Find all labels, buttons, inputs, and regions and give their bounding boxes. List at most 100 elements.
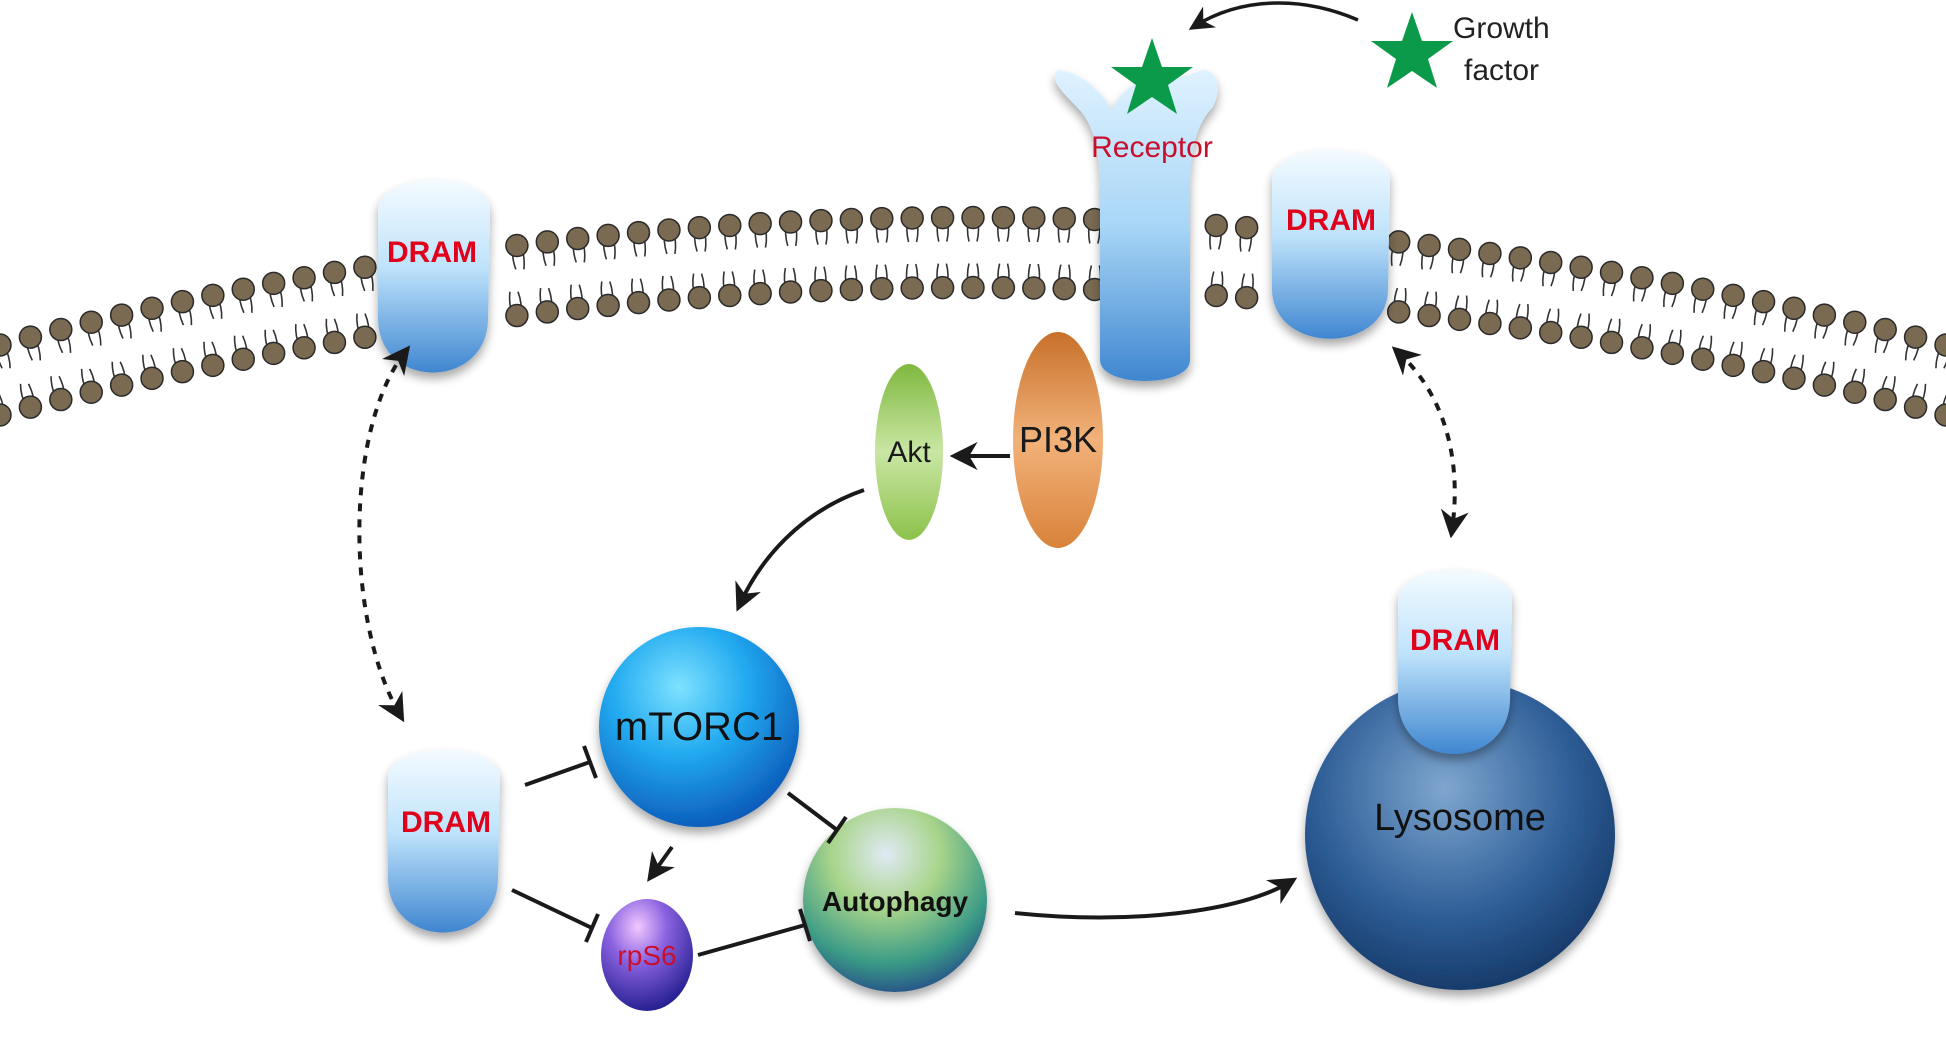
- dram-membrane-right-label: DRAM: [1286, 204, 1376, 237]
- dram-lysosome: [1398, 570, 1512, 754]
- lipid-head: [1022, 276, 1046, 300]
- lipid-head: [140, 366, 164, 391]
- lipid-tail: [0, 361, 3, 369]
- lipid-head: [961, 275, 985, 300]
- lipid-head: [1873, 317, 1897, 342]
- lipid-head: [261, 341, 286, 366]
- autophagy-to-lysosome-arrow: [1014, 877, 1298, 920]
- lipid-head: [79, 380, 103, 404]
- lipid-head: [535, 300, 560, 324]
- lipid-head: [1599, 260, 1624, 285]
- lipid-head: [170, 289, 195, 314]
- dram-inhibits-mtorc1: [524, 745, 598, 787]
- dram-membrane-left-label: DRAM: [387, 236, 477, 269]
- rps6-label: rpS6: [617, 940, 676, 971]
- lipid-head: [0, 403, 12, 427]
- dram-cytosol: [388, 749, 500, 933]
- lipid-head: [261, 271, 286, 296]
- lipid-head: [1630, 336, 1654, 360]
- lipid-head: [1934, 333, 1946, 357]
- receptor: Receptor: [1054, 70, 1218, 381]
- lipid-head: [1538, 250, 1563, 275]
- lipid-head: [170, 359, 195, 384]
- lipid-head: [1417, 233, 1441, 258]
- lipid-head: [1022, 206, 1046, 230]
- lipid-head: [1934, 403, 1946, 427]
- lipid-head: [1721, 283, 1745, 308]
- lipid-head: [900, 276, 924, 300]
- lipid-head: [1843, 380, 1867, 404]
- dram-membrane-left: [378, 180, 490, 373]
- lipid-head: [140, 296, 164, 321]
- growth-factor-label-line2: factor: [1464, 54, 1539, 87]
- lipid-head: [353, 255, 377, 280]
- lipid-head: [657, 288, 681, 312]
- lipid-head: [1843, 310, 1867, 334]
- autophagy-label: Autophagy: [822, 886, 969, 917]
- lipid-head: [292, 336, 316, 360]
- lipid-head: [535, 230, 560, 254]
- lipid-head: [1782, 366, 1806, 391]
- lipid-head: [1903, 395, 1928, 419]
- lipid-head: [626, 220, 651, 245]
- lipid-head: [231, 277, 255, 301]
- lipid-head: [322, 330, 347, 355]
- lipid-head: [292, 266, 316, 290]
- dram-translocation-right-arrow: [1391, 346, 1469, 539]
- lipid-head: [353, 325, 377, 350]
- dram-lysosome-label: DRAM: [1410, 624, 1500, 657]
- lipid-head: [201, 353, 225, 378]
- lipid-head: [870, 206, 894, 231]
- akt-to-mtorc1-arrow: [735, 488, 865, 612]
- lipid-head: [1417, 303, 1441, 328]
- lipid-head: [900, 206, 924, 230]
- lipid-head: [1508, 246, 1533, 270]
- lipid-head: [322, 260, 347, 285]
- rps6-inhibits-autophagy: [697, 908, 812, 957]
- lipid-head: [1204, 213, 1228, 238]
- lipid-head: [1691, 347, 1715, 371]
- lipid-head: [1538, 320, 1563, 345]
- lipid-head: [505, 233, 529, 258]
- lipid-head: [839, 277, 864, 302]
- lipid-head: [1812, 303, 1837, 327]
- lipid-head: [718, 283, 742, 308]
- lipid-head: [1447, 237, 1472, 262]
- lipid-head: [991, 205, 1016, 230]
- lipid-head: [79, 310, 103, 334]
- lipid-head: [109, 303, 134, 327]
- lipid-tail: [1943, 361, 1946, 369]
- mtorc1-complex: [599, 627, 799, 827]
- lipid-head: [1052, 206, 1076, 231]
- akt-protein: [875, 364, 943, 540]
- lipid-head: [961, 205, 985, 230]
- lipid-head: [596, 223, 620, 248]
- lipid-head: [1478, 311, 1502, 336]
- lipid-head: [1873, 387, 1897, 412]
- dram-membrane-right: [1272, 150, 1390, 339]
- lipid-head: [1478, 241, 1502, 266]
- pi3k-protein: [1013, 332, 1103, 548]
- lipid-head: [1508, 316, 1533, 340]
- lipid-head: [1234, 215, 1259, 240]
- lipid-head: [1234, 285, 1259, 310]
- dram-translocation-left-arrow: [357, 345, 411, 723]
- lipid-head: [49, 387, 73, 412]
- lipid-head: [809, 278, 833, 303]
- rps6-protein: [601, 899, 693, 1011]
- lipid-head: [201, 283, 225, 308]
- growth-factor-star-bound-icon: [1111, 38, 1193, 114]
- receptor-label: Receptor: [1091, 131, 1213, 164]
- lipid-head: [231, 347, 255, 371]
- lipid-head: [1386, 230, 1411, 254]
- lipid-head: [1630, 266, 1654, 290]
- lipid-head: [1599, 330, 1624, 355]
- lipid-head: [1052, 276, 1076, 301]
- mtorc1-to-rps6-arrow: [647, 845, 675, 882]
- lipid-head: [109, 373, 134, 397]
- lipid-head: [1903, 325, 1928, 349]
- lipid-head: [991, 275, 1016, 300]
- lipid-head: [1691, 277, 1715, 301]
- lipid-head: [1751, 289, 1776, 314]
